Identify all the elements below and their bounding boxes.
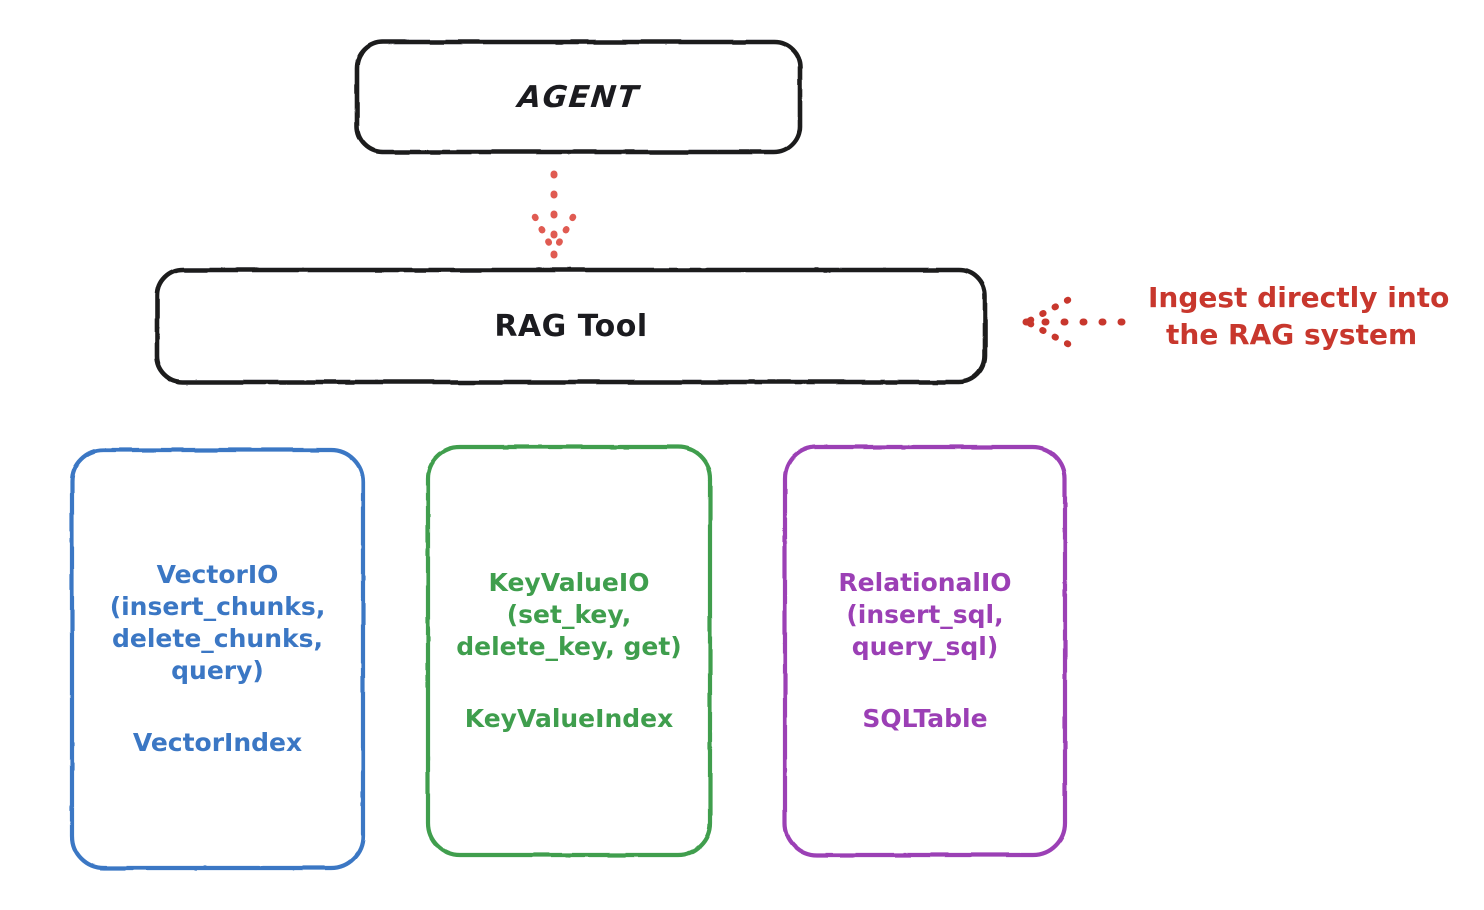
agent-to-ragtool-arrow — [531, 170, 577, 260]
ingest-annotation-line-1: Ingest directly into — [1148, 281, 1450, 314]
keyvalueio-node[interactable]: KeyValueIO (set_key, delete_key, get) Ke… — [428, 447, 710, 855]
relationalio-subtitle: SQLTable — [862, 704, 988, 733]
vectorio-subtitle: VectorIndex — [132, 728, 303, 757]
relationalio-node[interactable]: RelationalIO (insert_sql, query_sql) SQL… — [785, 447, 1065, 855]
keyvalueio-box-outline — [425, 444, 713, 858]
vectorio-node[interactable]: VectorIO (insert_chunks, delete_chunks, … — [72, 450, 363, 868]
ingest-annotation: Ingest directly into the RAG system — [1148, 279, 1478, 353]
keyvalueio-subtitle: KeyValueIndex — [464, 704, 674, 733]
agent-box-outline — [354, 39, 803, 155]
relationalio-title: RelationalIO (insert_sql, query_sql) — [838, 568, 1012, 661]
agent-label: AGENT — [515, 79, 642, 115]
keyvalueio-title: KeyValueIO (set_key, delete_key, get) — [456, 568, 682, 661]
ragtool-box-outline — [154, 267, 988, 385]
rag-tool-node[interactable]: RAG Tool — [157, 270, 985, 382]
ingest-annotation-line-2: the RAG system — [1166, 318, 1418, 352]
vectorio-box-outline — [69, 447, 366, 871]
rag-tool-label: RAG Tool — [494, 308, 648, 344]
relationalio-box-outline — [782, 444, 1068, 858]
agent-node[interactable]: AGENT — [357, 42, 800, 152]
vectorio-title: VectorIO (insert_chunks, delete_chunks, … — [109, 560, 326, 685]
ingest-to-ragtool-arrow — [1022, 296, 1130, 348]
